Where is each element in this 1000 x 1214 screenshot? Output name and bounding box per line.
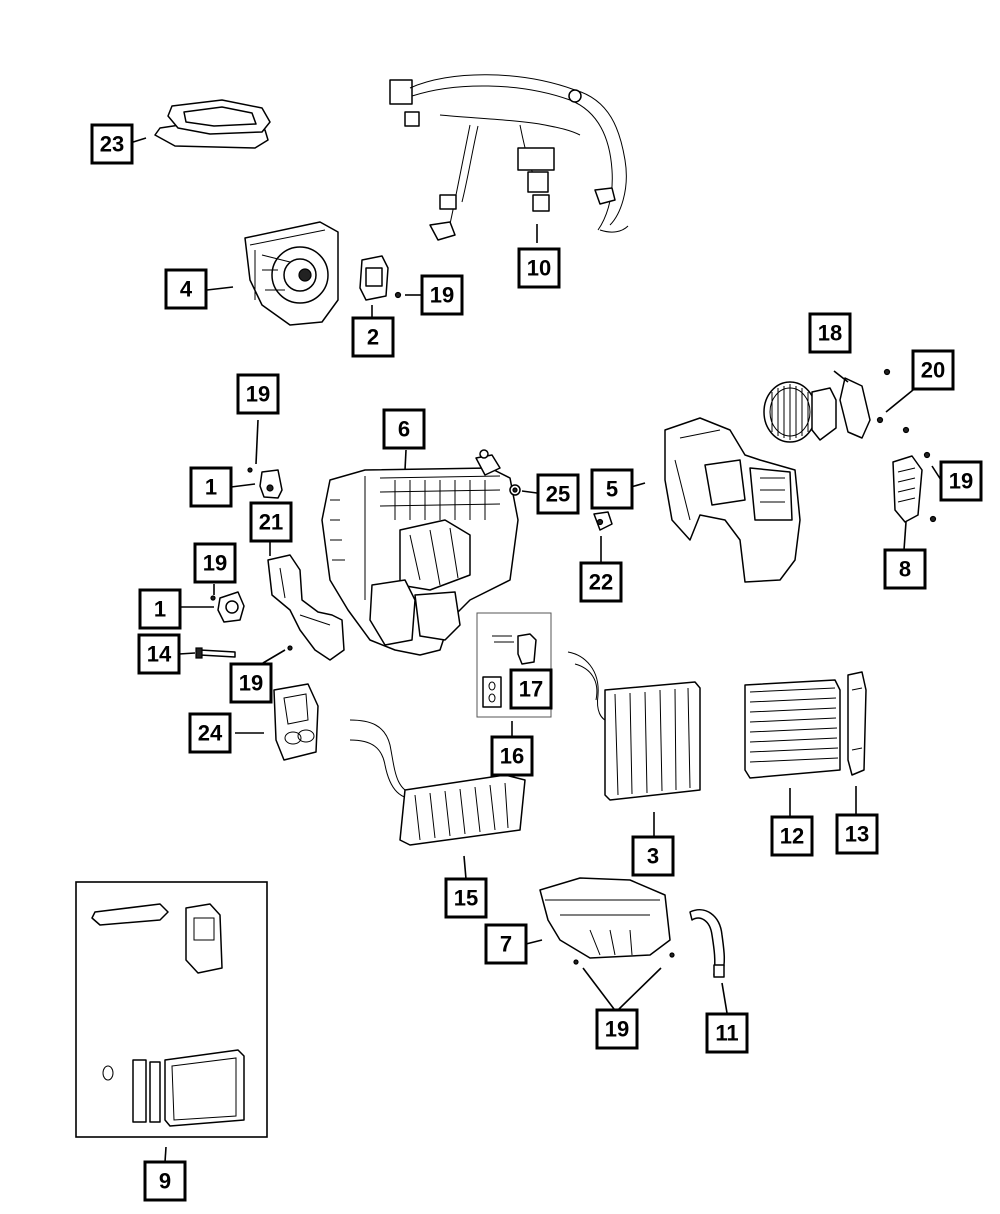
part-service-kit-9: [75, 881, 268, 1138]
callout-23: 23: [90, 123, 134, 165]
callout-16-label: 16: [500, 744, 524, 769]
callout-20-label: 20: [921, 358, 945, 383]
part-actuator-2: [359, 255, 402, 301]
callout-19-b-label: 19: [246, 382, 270, 407]
callout-5: 5: [590, 468, 634, 510]
callout-9: 9: [143, 1160, 187, 1202]
callout-19-a: 19: [420, 274, 464, 316]
callout-19-f-label: 19: [605, 1017, 629, 1042]
part-screw-19-midleft: [287, 645, 293, 651]
callout-22-label: 22: [589, 570, 613, 595]
callout-11-label: 11: [715, 1021, 738, 1046]
callout-3-label: 3: [647, 844, 659, 869]
callout-19-e-label: 19: [239, 671, 263, 696]
callout-19-c: 19: [939, 460, 983, 502]
callout-3: 3: [631, 835, 675, 877]
callout-7: 7: [484, 923, 528, 965]
part-blower-housing-4: [244, 221, 339, 326]
leader-lines: [129, 137, 942, 1163]
callout-19-c-label: 19: [949, 469, 973, 494]
callout-18-label: 18: [818, 321, 842, 346]
callout-24: 24: [188, 712, 232, 754]
callout-19-b: 19: [236, 373, 280, 415]
part-hvac-case-6: [321, 449, 519, 656]
callout-1-a: 1: [189, 466, 233, 508]
callout-10-label: 10: [527, 256, 551, 281]
part-cabin-filter-12: [744, 679, 841, 779]
callout-25: 25: [536, 473, 580, 515]
callout-12: 12: [770, 815, 814, 857]
part-valve-22: [593, 511, 613, 531]
callout-10: 10: [517, 247, 561, 289]
part-lower-case-7: [539, 877, 675, 965]
callout-5-label: 5: [606, 477, 618, 502]
part-blower-assembly-5: [664, 417, 801, 583]
callout-1-b-label: 1: [154, 597, 166, 622]
part-grommet-25: [509, 484, 521, 496]
callout-18: 18: [808, 312, 852, 354]
callout-21: 21: [249, 501, 293, 543]
part-drain-hose-11: [689, 909, 726, 978]
callout-6: 6: [382, 408, 426, 450]
part-seal-24: [273, 683, 319, 761]
part-blower-motor-18: [763, 368, 910, 443]
callout-8: 8: [883, 548, 927, 590]
callout-19-f: 19: [595, 1008, 639, 1050]
part-seal-23: [154, 99, 271, 149]
callout-20: 20: [911, 349, 955, 391]
callout-8-label: 8: [899, 557, 911, 582]
callout-24-label: 24: [198, 721, 223, 746]
callout-25-label: 25: [546, 482, 570, 507]
callout-17: 17: [509, 668, 553, 710]
callout-7-label: 7: [500, 932, 512, 957]
callout-12-label: 12: [780, 824, 804, 849]
part-heater-core-15: [349, 719, 526, 846]
part-duct-21: [267, 554, 345, 661]
part-resistor-8: [892, 451, 937, 523]
part-filter-door-13: [847, 671, 867, 776]
callout-11: 11: [705, 1012, 749, 1054]
callout-13: 13: [835, 813, 879, 855]
callout-13-label: 13: [845, 822, 869, 847]
callout-4-label: 4: [180, 277, 193, 302]
part-actuator-1-upper: [247, 467, 283, 499]
callout-16: 16: [490, 735, 534, 777]
callout-6-label: 6: [398, 417, 410, 442]
part-screw-14: [195, 647, 236, 659]
callout-1-b: 1: [138, 588, 182, 630]
part-actuator-1-lower: [210, 591, 245, 623]
callout-21-label: 21: [259, 510, 283, 535]
callout-1-a-label: 1: [205, 475, 217, 500]
callout-15: 15: [444, 877, 488, 919]
callout-19-e: 19: [229, 662, 273, 704]
callout-14-label: 14: [147, 642, 172, 667]
callout-2-label: 2: [367, 325, 379, 350]
callout-19-d: 19: [193, 542, 237, 584]
part-evaporator-3: [567, 651, 701, 801]
part-valve-kit-16: [476, 612, 552, 718]
callout-14: 14: [137, 633, 181, 675]
callout-23-label: 23: [100, 132, 124, 157]
callout-15-label: 15: [454, 886, 478, 911]
callout-19-d-label: 19: [203, 551, 227, 576]
callout-2: 2: [351, 316, 395, 358]
part-wiring-harness-10: [389, 74, 629, 241]
callout-4: 4: [164, 268, 208, 310]
callout-22: 22: [579, 561, 623, 603]
callout-19-a-label: 19: [430, 283, 454, 308]
callout-17-label: 17: [519, 677, 543, 702]
callout-9-label: 9: [159, 1169, 171, 1194]
